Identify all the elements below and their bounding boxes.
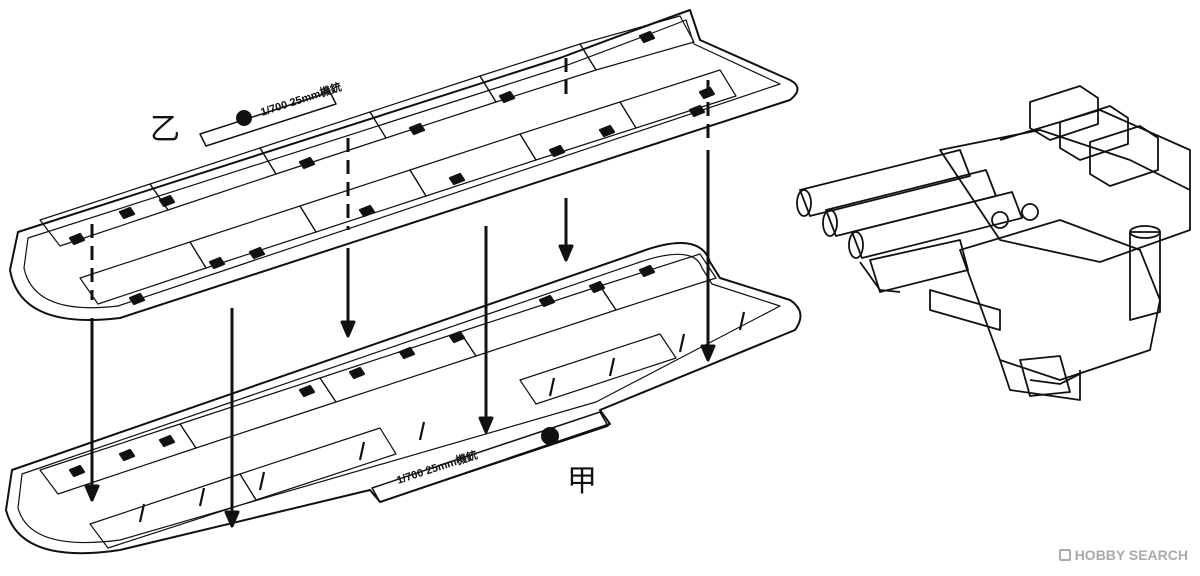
upper-sprue-parts — [68, 30, 716, 306]
assembly-arrows — [84, 58, 716, 528]
watermark-logo-icon — [1058, 549, 1071, 561]
lower-sprue-label: 甲 — [567, 464, 597, 499]
lower-sprue-tag: 1/700 25mm機銃 — [395, 447, 480, 486]
watermark: HOBBY SEARCH — [1058, 547, 1188, 563]
lower-sprue-parts — [68, 264, 746, 523]
upper-sprue-label: 乙 — [150, 112, 180, 147]
upper-sprue-frame: 1/700 25mm機銃 — [9, 9, 799, 321]
upper-sprue-tag: 1/700 25mm機銃 — [259, 79, 344, 118]
assembled-gun-mount — [796, 85, 1191, 401]
watermark-text: HOBBY SEARCH — [1074, 547, 1188, 563]
lower-sprue-frame: 1/700 25mm機銃 — [5, 242, 802, 555]
